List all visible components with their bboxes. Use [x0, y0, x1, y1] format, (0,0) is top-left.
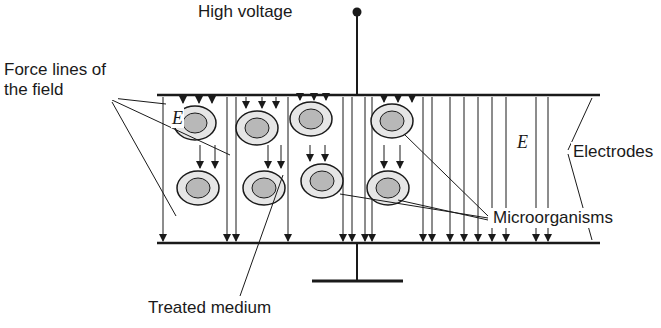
annotation: Treated medium	[146, 298, 273, 318]
field-line	[343, 97, 344, 241]
field-line	[310, 145, 311, 161]
field-line	[384, 145, 385, 168]
cell-membrane	[177, 171, 219, 205]
field-line	[464, 97, 465, 241]
field-line	[300, 97, 301, 100]
leader-lines	[112, 98, 592, 296]
terminal-label: High voltage	[196, 2, 295, 22]
cell-nucleus	[183, 113, 207, 133]
cell-nucleus	[245, 118, 269, 138]
annotation: Force lines of the field	[2, 60, 118, 100]
field-line	[398, 97, 399, 102]
field-line	[400, 145, 401, 168]
field-line	[314, 97, 315, 100]
field-line	[212, 97, 213, 103]
field-line	[326, 97, 327, 100]
field-symbol: E	[171, 108, 184, 128]
cell-nucleus	[310, 171, 334, 191]
field-line	[352, 97, 353, 241]
microorganisms	[174, 102, 413, 205]
field-line	[325, 145, 326, 161]
field-line	[262, 97, 263, 108]
cell-membrane	[236, 111, 278, 145]
field-line	[412, 97, 413, 102]
cell-nucleus	[299, 109, 323, 129]
field-line	[276, 97, 277, 108]
cell-nucleus	[376, 178, 400, 198]
field-line	[199, 97, 200, 103]
field-line	[163, 97, 164, 241]
field-line	[432, 97, 433, 241]
electrode-label: Electrodes	[571, 142, 655, 162]
cell-membrane	[290, 102, 332, 136]
field-line	[183, 97, 184, 103]
field-line	[281, 145, 282, 168]
field-line	[423, 97, 424, 241]
field-line	[246, 97, 247, 108]
field-line	[384, 97, 385, 102]
supply-wire	[356, 12, 358, 95]
cell-nucleus	[252, 178, 276, 198]
top-electrode	[157, 94, 600, 97]
annotation: Microorganisms	[491, 208, 615, 228]
field-line	[365, 97, 366, 241]
field-line	[200, 145, 201, 168]
field-line	[288, 97, 289, 241]
field-line	[236, 97, 237, 241]
ground-symbol	[312, 280, 403, 283]
field-line	[227, 97, 228, 241]
field-symbol: E	[516, 132, 529, 152]
cell-membrane	[301, 164, 343, 198]
cell-membrane	[371, 104, 413, 138]
bottom-electrode	[157, 242, 600, 245]
cell-nucleus	[186, 178, 210, 198]
ground-wire	[356, 243, 358, 281]
field-line	[268, 145, 269, 168]
field-line	[478, 97, 479, 241]
field-line	[450, 97, 451, 241]
cell-nucleus	[380, 111, 404, 131]
